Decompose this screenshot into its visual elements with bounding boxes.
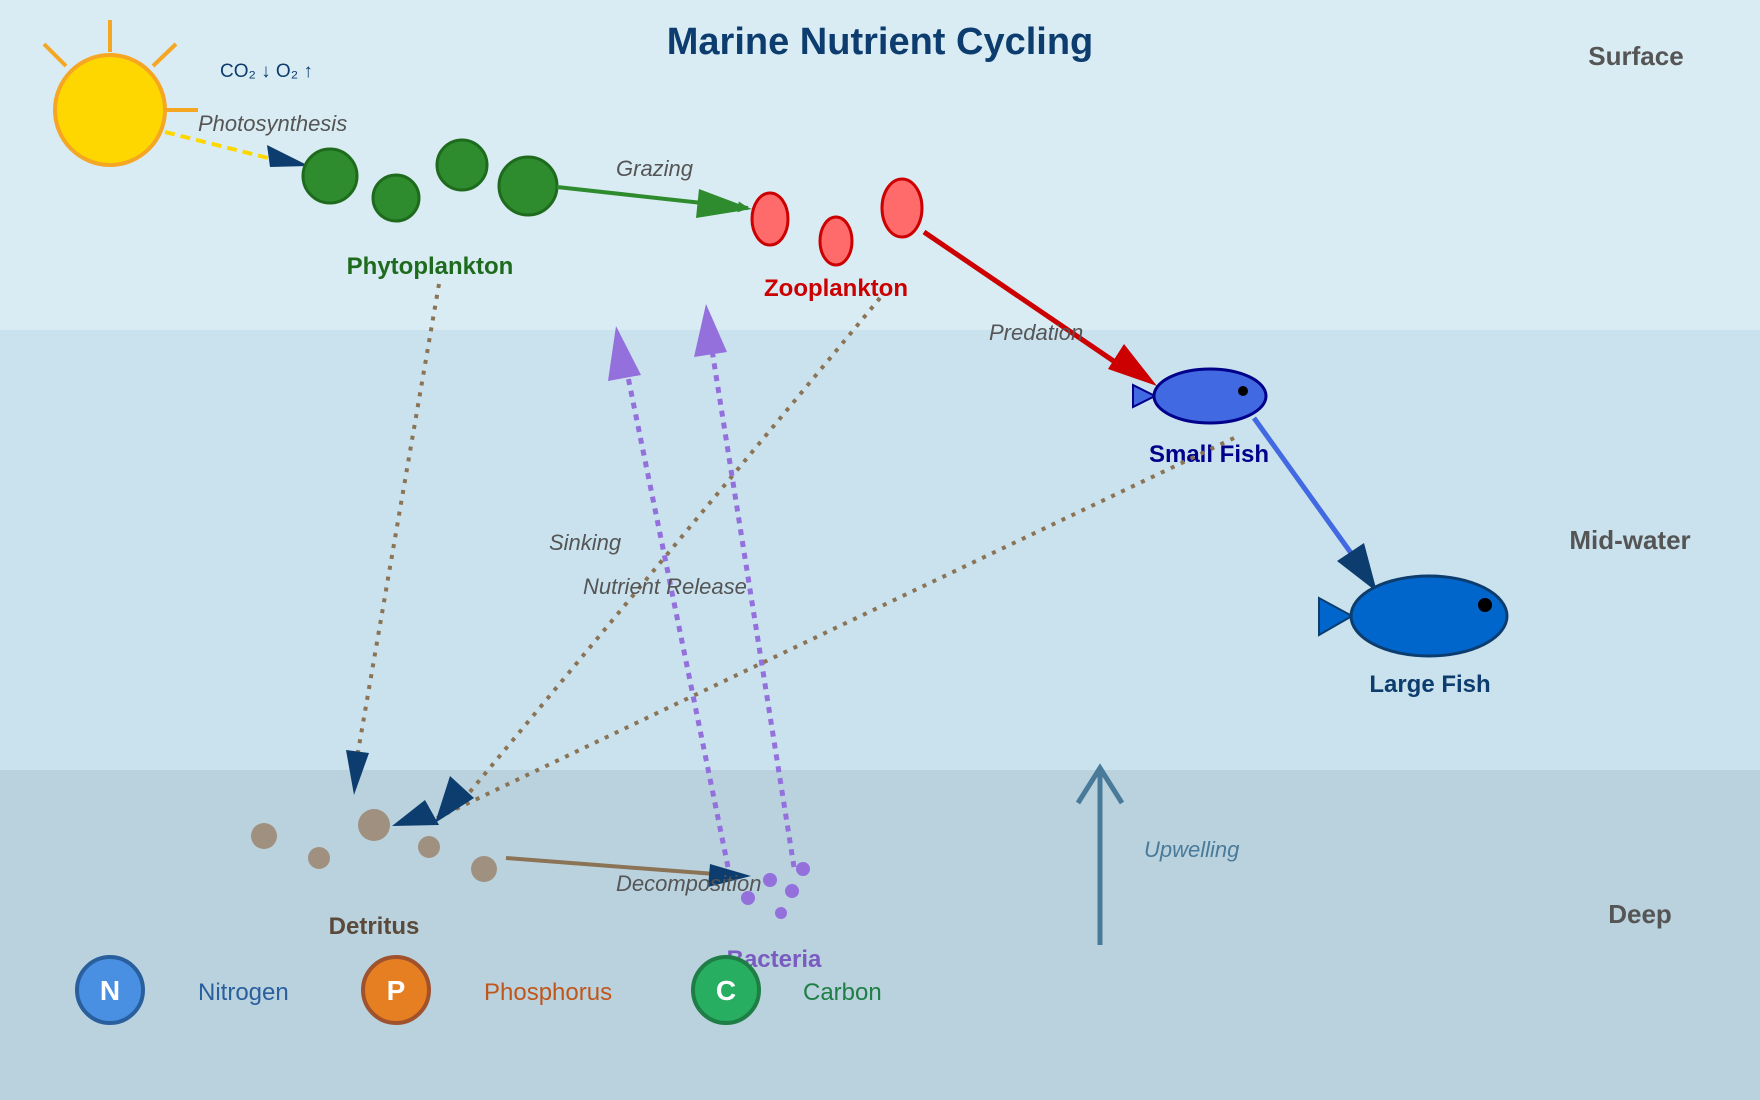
sinking-arrows [356, 283, 1235, 820]
fish-sinking-arrowhead [392, 800, 439, 826]
legend-item-carbon: C Carbon [691, 955, 882, 1025]
nutrient-release-arrows [624, 349, 797, 868]
nitrogen-legend-letter: N [100, 975, 120, 1006]
photosynthesis-arrowhead [267, 145, 309, 167]
nitrogen-legend-label: Nitrogen [198, 979, 289, 1006]
large-fish-icon [1318, 574, 1509, 658]
carbon-legend-label: Carbon [803, 979, 882, 1006]
detritus-cluster [251, 809, 497, 882]
process-label-decomposition: Decomposition [616, 871, 762, 896]
process-label-sinking: Sinking [549, 530, 622, 555]
phytoplankton-sinking-path [356, 283, 441, 753]
organism-label-detritus: Detritus [329, 913, 420, 940]
small-fish-icon [1132, 367, 1268, 425]
process-label-upwelling: Upwelling [1144, 837, 1240, 862]
midwater-zone [0, 330, 1760, 770]
zooplankton-cluster [750, 177, 924, 267]
bacteria-cluster [741, 862, 810, 919]
process-label-nutrient-release: Nutrient Release [583, 574, 747, 599]
zooplankton-sinking-arrowhead [435, 776, 474, 823]
phosphorus-legend-label: Phosphorus [484, 979, 612, 1006]
small-to-large-fish-arrow [1251, 416, 1354, 555]
phytoplankton-sinking-arrowhead [346, 750, 369, 795]
carbon-legend-letter: C [716, 975, 736, 1006]
phosphorus-legend-icon [361, 955, 431, 1025]
legend-item-nitrogen: N Nitrogen [75, 955, 289, 1025]
zone-label-midwater: Mid-water [1569, 525, 1690, 555]
nutrient-release-path-2 [709, 349, 797, 868]
process-label-predation: Predation [989, 320, 1083, 345]
decomposition-arrowhead [708, 864, 751, 887]
predation-arrowhead [1108, 344, 1157, 386]
carbon-legend-icon [691, 955, 761, 1025]
deep-zone [0, 770, 1760, 1100]
zone-label-deep: Deep [1608, 899, 1672, 929]
diagram-title: Marine Nutrient Cycling [667, 21, 1094, 63]
decomposition-arrow [505, 856, 716, 876]
fish-sinking-path [436, 436, 1235, 820]
sun-icon [42, 20, 198, 167]
upwelling-arrow [1075, 763, 1125, 945]
small-to-large-fish-arrowhead [1337, 543, 1377, 592]
nitrogen-legend-icon [75, 955, 145, 1025]
organism-label-phytoplankton: Phytoplankton [347, 253, 514, 280]
zone-label-surface: Surface [1588, 41, 1683, 71]
organism-label-zooplankton: Zooplankton [764, 275, 908, 302]
photosynthesis-arrow [164, 130, 269, 160]
phosphorus-legend-letter: P [387, 975, 406, 1006]
nutrient-release-arrowhead-1 [608, 326, 641, 381]
organism-label-small-fish: Small Fish [1149, 441, 1269, 468]
nutrient-legend: N Nitrogen P Phosphorus C Carbon [75, 955, 882, 1025]
process-label-grazing: Grazing [616, 156, 694, 181]
organism-label-large-fish: Large Fish [1369, 671, 1490, 698]
process-label-photosynthesis: Photosynthesis [198, 111, 347, 136]
gas-exchange-label: CO₂ ↓ O₂ ↑ [220, 61, 313, 82]
predation-arrow [922, 229, 1117, 365]
phytoplankton-cluster [301, 138, 559, 223]
grazing-arrowhead [696, 189, 752, 218]
nutrient-release-arrowhead-2 [694, 304, 727, 357]
legend-item-phosphorus: P Phosphorus [361, 955, 612, 1025]
nutrient-release-path-1 [624, 371, 731, 868]
